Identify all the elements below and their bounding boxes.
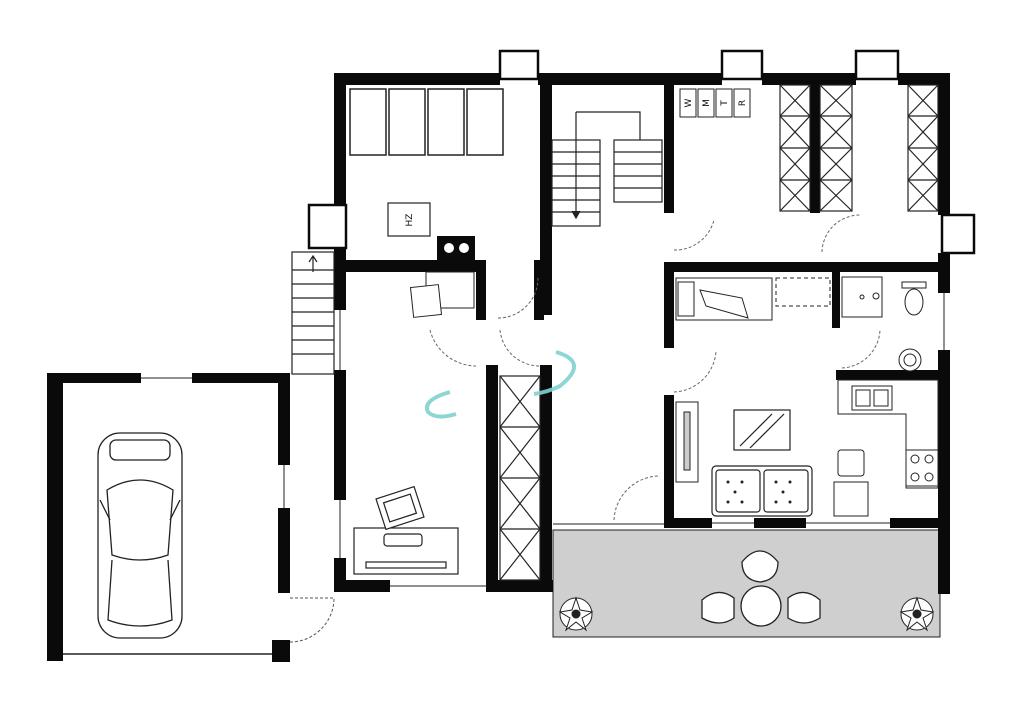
toilet-icon — [901, 281, 927, 316]
sink-icon — [898, 348, 922, 372]
shelving — [499, 84, 939, 581]
sofa — [711, 465, 813, 517]
washer-label: W — [684, 98, 694, 107]
laundry-machines — [679, 88, 751, 118]
garage-wall-left — [47, 373, 63, 661]
terrace — [552, 529, 941, 638]
coffee-table — [733, 409, 791, 451]
plant-icon-right — [899, 596, 935, 632]
car-icon — [97, 432, 183, 639]
bed — [675, 277, 831, 321]
terrace-table-set — [701, 550, 821, 627]
house-walls — [334, 73, 950, 594]
storage-bins — [349, 88, 504, 156]
heater-label: HZ — [405, 214, 415, 227]
door-swings — [429, 214, 881, 521]
shower — [841, 276, 883, 318]
windows — [307, 49, 976, 255]
logo-watermark-icon — [425, 350, 576, 419]
garage — [47, 373, 335, 662]
main-staircase — [551, 111, 663, 227]
garage-wall-top — [47, 373, 141, 383]
small-desk — [409, 271, 475, 318]
kitchen-counter — [837, 379, 939, 489]
machine-label: M — [702, 99, 712, 107]
rack-label: R — [738, 100, 748, 106]
dryer-label: T — [720, 100, 730, 107]
office-desk — [353, 485, 459, 575]
heater-unit: HZ — [387, 202, 431, 237]
outdoor-stairs — [291, 251, 335, 375]
tv-unit — [675, 401, 699, 483]
garage-wall-top-right — [192, 373, 290, 383]
stove-icon — [905, 449, 939, 487]
plant-icon — [558, 596, 594, 632]
garage-wall-right — [278, 373, 290, 465]
chimney — [437, 236, 475, 260]
kitchen-stools — [833, 449, 869, 517]
